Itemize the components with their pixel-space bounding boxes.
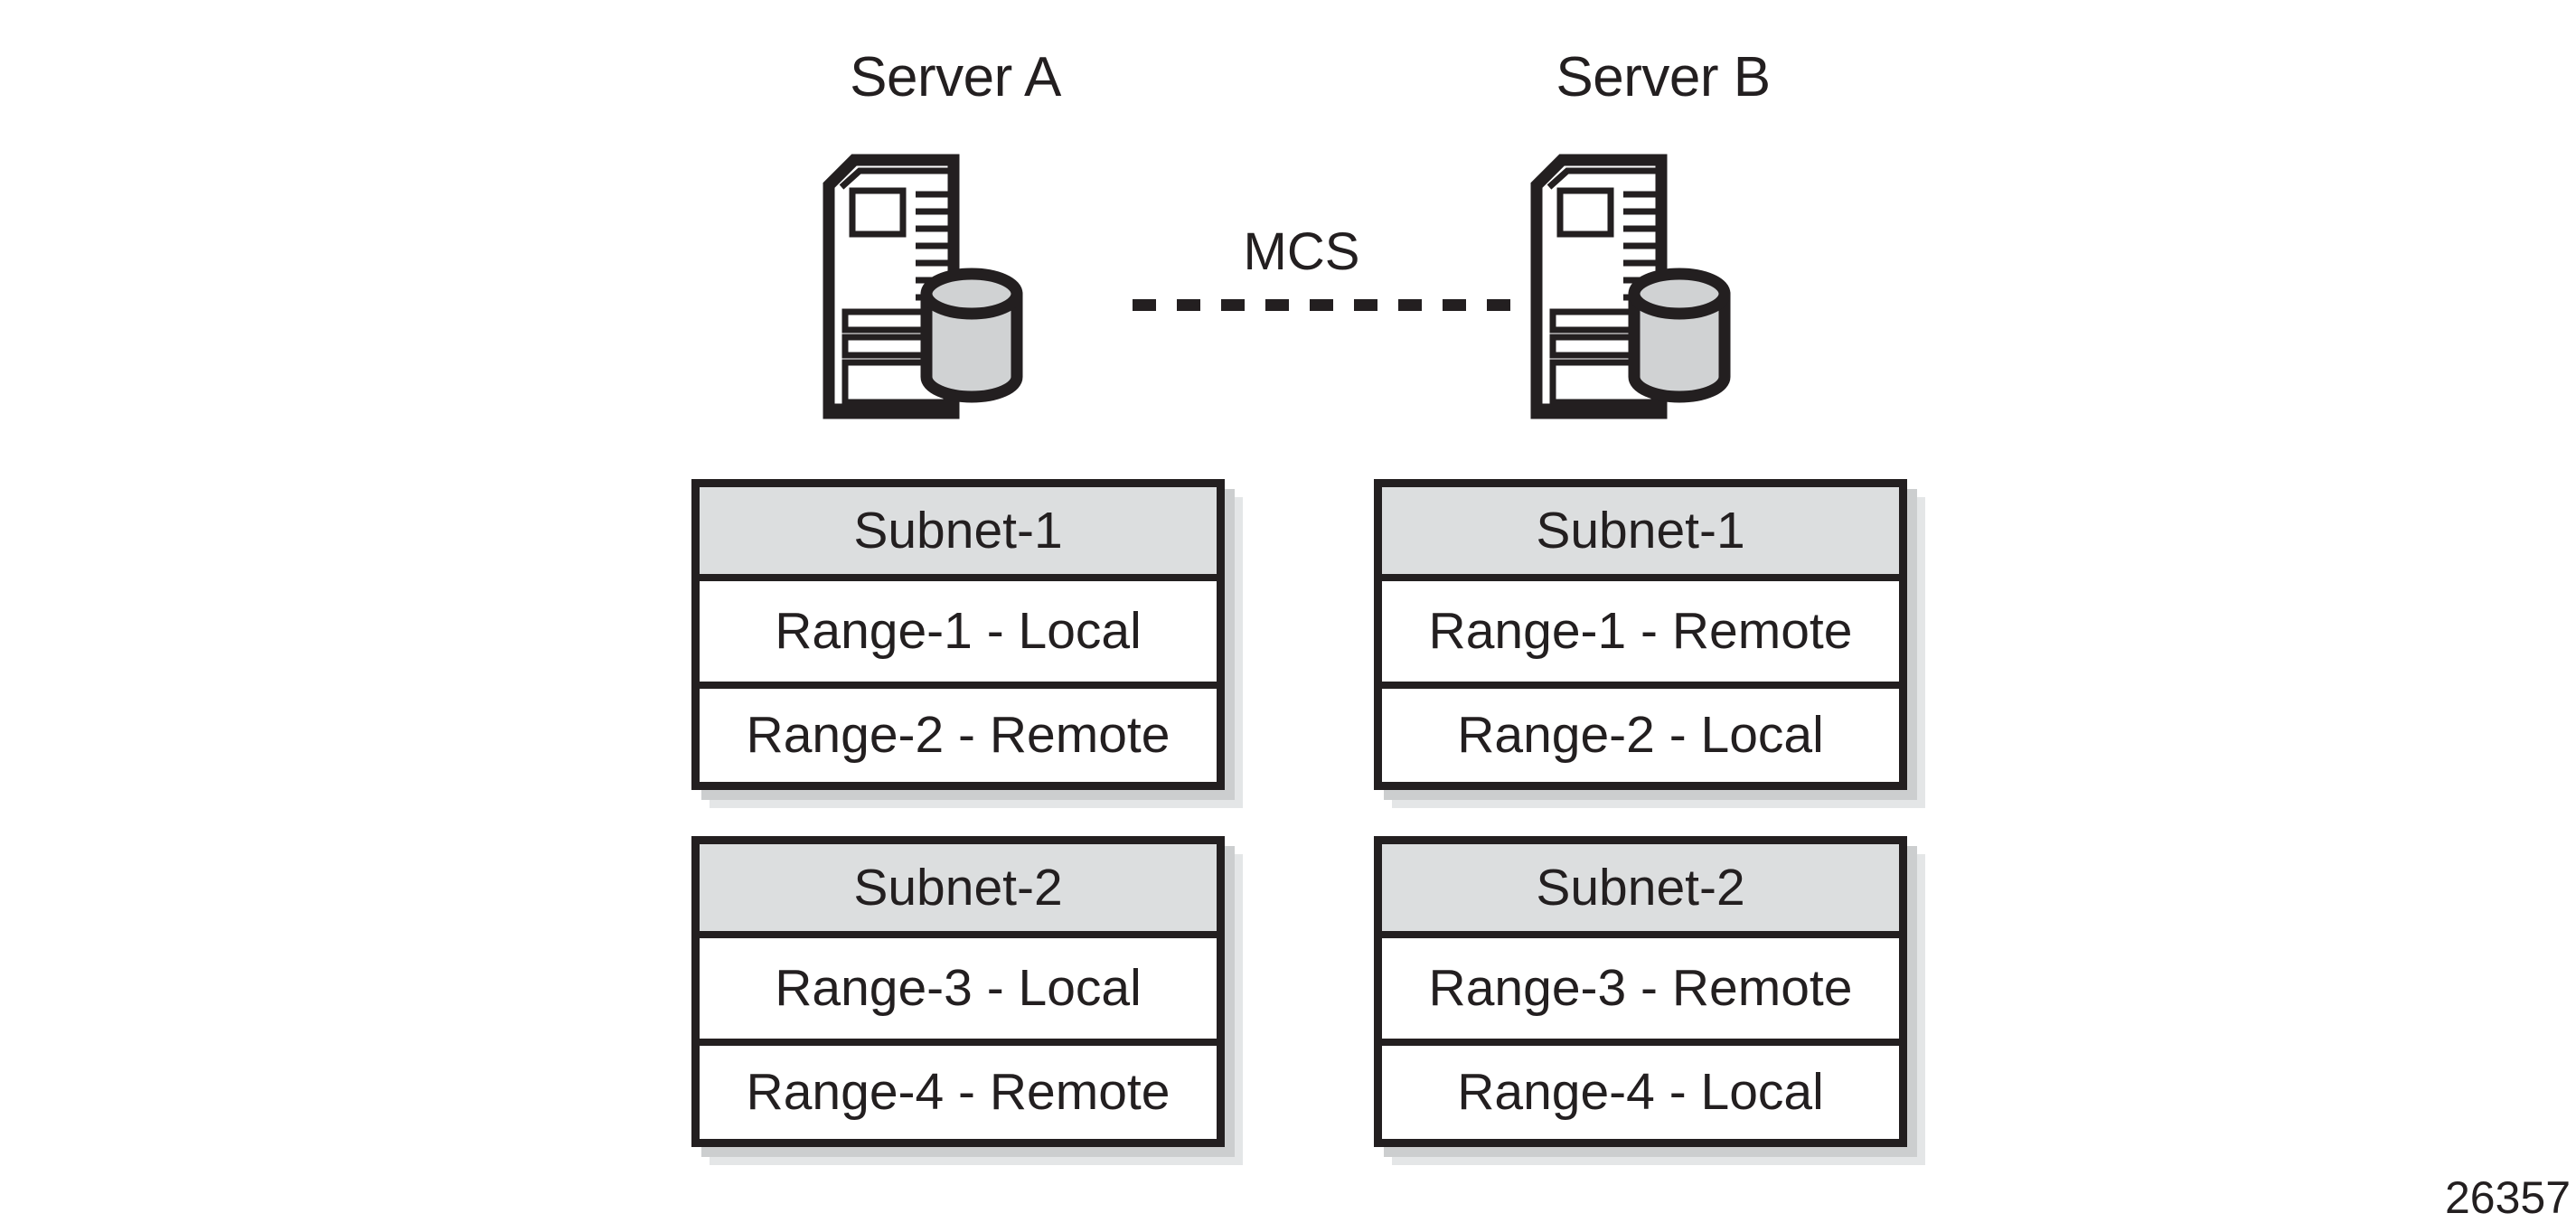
subnet-table: Subnet-2 Range-3 - Local Range-4 - Remot… bbox=[691, 836, 1225, 1147]
mcs-dashed-connector bbox=[1133, 299, 1544, 311]
subnet-range-row: Range-4 - Remote bbox=[700, 1039, 1217, 1139]
subnet-range-row: Range-3 - Remote bbox=[1382, 938, 1899, 1039]
subnet-table-header: Subnet-1 bbox=[1382, 487, 1899, 581]
subnet-table-header: Subnet-2 bbox=[1382, 844, 1899, 938]
subnet-range-row: Range-1 - Remote bbox=[1382, 581, 1899, 682]
subnet-range-row: Range-2 - Local bbox=[1382, 682, 1899, 782]
server-a-label: Server A bbox=[850, 46, 1061, 108]
server-b-label: Server B bbox=[1556, 46, 1771, 108]
subnet-range-row: Range-2 - Remote bbox=[700, 682, 1217, 782]
server-tower-with-database-icon bbox=[1528, 151, 1799, 422]
figure-number: 26357 bbox=[2445, 1172, 2571, 1223]
subnet-range-row: Range-4 - Local bbox=[1382, 1039, 1899, 1139]
subnet-table: Subnet-1 Range-1 - Local Range-2 - Remot… bbox=[691, 479, 1225, 790]
subnet-table: Subnet-1 Range-1 - Remote Range-2 - Loca… bbox=[1374, 479, 1907, 790]
subnet-table-header: Subnet-1 bbox=[700, 487, 1217, 581]
subnet-table-header: Subnet-2 bbox=[700, 844, 1217, 938]
subnet-range-row: Range-3 - Local bbox=[700, 938, 1217, 1039]
server-tower-with-database-icon bbox=[820, 151, 1091, 422]
mcs-link-label: MCS bbox=[1243, 222, 1360, 281]
subnet-table: Subnet-2 Range-3 - Remote Range-4 - Loca… bbox=[1374, 836, 1907, 1147]
subnet-range-row: Range-1 - Local bbox=[700, 581, 1217, 682]
server-b-group: Server B bbox=[1473, 50, 1853, 429]
server-a-group: Server A bbox=[766, 50, 1145, 429]
